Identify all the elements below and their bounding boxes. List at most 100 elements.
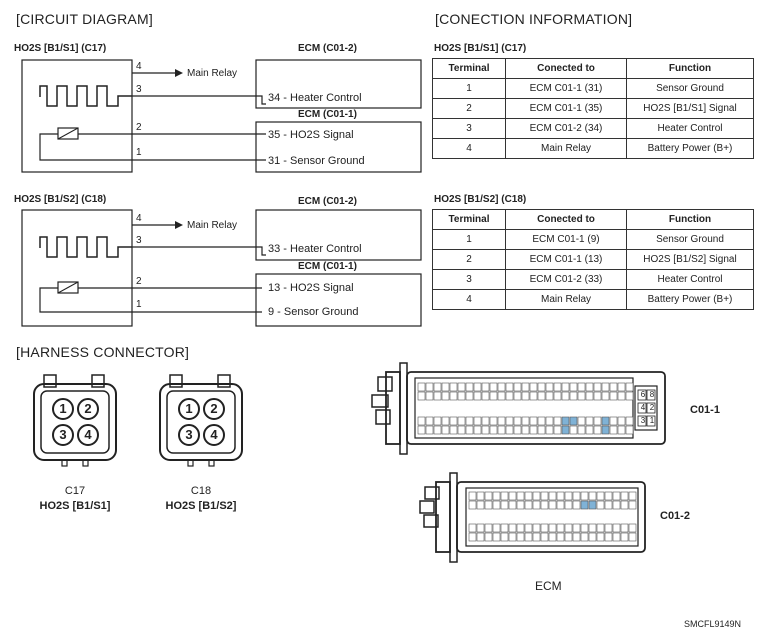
ecm-pin-cell bbox=[612, 532, 621, 542]
ecm-pin-cell bbox=[529, 382, 538, 392]
ecm-pin-cell bbox=[425, 416, 434, 426]
ecm-pin-cell bbox=[417, 416, 426, 426]
ecm-pin-cell bbox=[593, 416, 602, 426]
ecm-pin-cell bbox=[465, 382, 474, 392]
ecm-c01-1-caption: C01-1 bbox=[690, 404, 720, 416]
ecm-pin-cell bbox=[481, 391, 490, 401]
ecm-pin-cell bbox=[585, 425, 594, 435]
ecm-pin-cell bbox=[500, 500, 509, 510]
heater-control-label: 34 - Heater Control bbox=[268, 92, 362, 104]
ecm-pin-cell bbox=[620, 532, 629, 542]
ecm-pin-cell bbox=[433, 391, 442, 401]
ecm-pin-cell bbox=[580, 500, 589, 510]
ecm-pin-cell bbox=[521, 391, 530, 401]
ecm-pin-cell bbox=[556, 523, 565, 533]
table-cell: Battery Power (B+) bbox=[626, 289, 754, 310]
ecm-pin-cell bbox=[484, 532, 493, 542]
ecm-pin-cell bbox=[556, 500, 565, 510]
ecm-pin-cell bbox=[553, 425, 562, 435]
ecm-pin-cell bbox=[468, 491, 477, 501]
ecm-pin-cell bbox=[540, 523, 549, 533]
ecm-pin-cell bbox=[481, 416, 490, 426]
ecm-small-pin: 2 bbox=[649, 403, 655, 412]
pin-label: 2 bbox=[136, 276, 142, 287]
ecm-pin-cell bbox=[537, 425, 546, 435]
ecm-pin-cell bbox=[580, 523, 589, 533]
connector-c18 bbox=[159, 374, 243, 467]
ecm-pin-cell bbox=[628, 491, 637, 501]
connector-name-c18: HO2S [B1/S2] bbox=[165, 500, 237, 512]
ecm-pin-cell bbox=[604, 500, 613, 510]
ecm-pin-cell bbox=[564, 532, 573, 542]
ecm-pin-cell bbox=[545, 425, 554, 435]
ecm-small-pin: 6 bbox=[640, 390, 646, 399]
ecm-pin-cell bbox=[577, 416, 586, 426]
ecm-pin-cell bbox=[417, 425, 426, 435]
ecm-pin-cell bbox=[508, 532, 517, 542]
circuit-diagram-title: [CIRCUIT DIAGRAM] bbox=[16, 11, 153, 27]
ecm-pin-cell bbox=[585, 391, 594, 401]
ecm-pin-cell bbox=[545, 391, 554, 401]
ecm-pin-cell bbox=[513, 416, 522, 426]
ecm-pin-cell bbox=[609, 416, 618, 426]
ecm-pin-cell bbox=[457, 416, 466, 426]
ecm-pin-cell bbox=[577, 391, 586, 401]
ecm-pin-cell bbox=[625, 425, 634, 435]
ecm-pin-cell bbox=[588, 500, 597, 510]
ecm-pin-cell bbox=[465, 416, 474, 426]
ecm-pin-cell bbox=[585, 382, 594, 392]
ecm-pin-cell bbox=[473, 416, 482, 426]
ecm-pin-cell bbox=[484, 500, 493, 510]
ecm-pin-cell bbox=[545, 416, 554, 426]
ecm-pin-cell bbox=[505, 425, 514, 435]
ecm-small-pin: 1 bbox=[649, 416, 655, 425]
ecm-pin-cell bbox=[620, 500, 629, 510]
ecm-pin-cell bbox=[617, 425, 626, 435]
pin-label: 3 bbox=[136, 84, 142, 95]
ecm-pin-cell bbox=[476, 523, 485, 533]
ecm-pin-cell bbox=[548, 500, 557, 510]
ecm-pin-cell bbox=[601, 416, 610, 426]
ecm-pin-cell bbox=[441, 425, 450, 435]
ecm-pin-cell bbox=[601, 382, 610, 392]
ecm-pin-cell bbox=[553, 391, 562, 401]
table-header-row: Terminal Conected to Function bbox=[432, 209, 754, 230]
ecm-pin-cell bbox=[564, 523, 573, 533]
ecm-pin-cell bbox=[532, 532, 541, 542]
ecm-pin-cell bbox=[561, 391, 570, 401]
ecm-pin-cell bbox=[561, 416, 570, 426]
ecm-pin-cell bbox=[497, 416, 506, 426]
ecm-pin-cell bbox=[481, 425, 490, 435]
ecm-pin-cell bbox=[628, 532, 637, 542]
pin-number: 1 bbox=[59, 401, 67, 416]
heater-element-icon bbox=[39, 85, 132, 107]
ecm-pin-cell bbox=[596, 500, 605, 510]
ecm-pin-cell bbox=[612, 491, 621, 501]
ecm-pin-cell bbox=[465, 391, 474, 401]
ecm-pin-cell bbox=[612, 500, 621, 510]
heater-control-label: 33 - Heater Control bbox=[268, 243, 362, 255]
ecm-pin-cell bbox=[417, 391, 426, 401]
ecm-pin-cell bbox=[433, 425, 442, 435]
ecm-pin-cell bbox=[500, 523, 509, 533]
ecm-pin-cell bbox=[564, 500, 573, 510]
ecm-pin-cell bbox=[516, 491, 525, 501]
table-label-c17: HO2S [B1/S1] (C17) bbox=[434, 43, 527, 54]
ecm-pin-cell bbox=[476, 532, 485, 542]
ecm-pin-cell bbox=[585, 416, 594, 426]
ecm-pin-cell bbox=[569, 391, 578, 401]
arrow-icon bbox=[175, 221, 183, 229]
main-relay-label: Main Relay bbox=[187, 68, 238, 79]
ecm-pin-cell bbox=[553, 382, 562, 392]
ecm-c01-1-label: ECM (C01-1) bbox=[298, 109, 357, 120]
ecm-pin-cell bbox=[457, 382, 466, 392]
ecm-c01-1-label: ECM (C01-1) bbox=[298, 261, 357, 272]
ecm-pin-cell bbox=[425, 391, 434, 401]
ecm-pin-cell bbox=[593, 425, 602, 435]
ecm-pin-cell bbox=[572, 500, 581, 510]
pin-label: 3 bbox=[136, 235, 142, 246]
ecm-pin-cell bbox=[596, 532, 605, 542]
ecm-pin-cell bbox=[625, 391, 634, 401]
ecm-pin-cell bbox=[489, 416, 498, 426]
